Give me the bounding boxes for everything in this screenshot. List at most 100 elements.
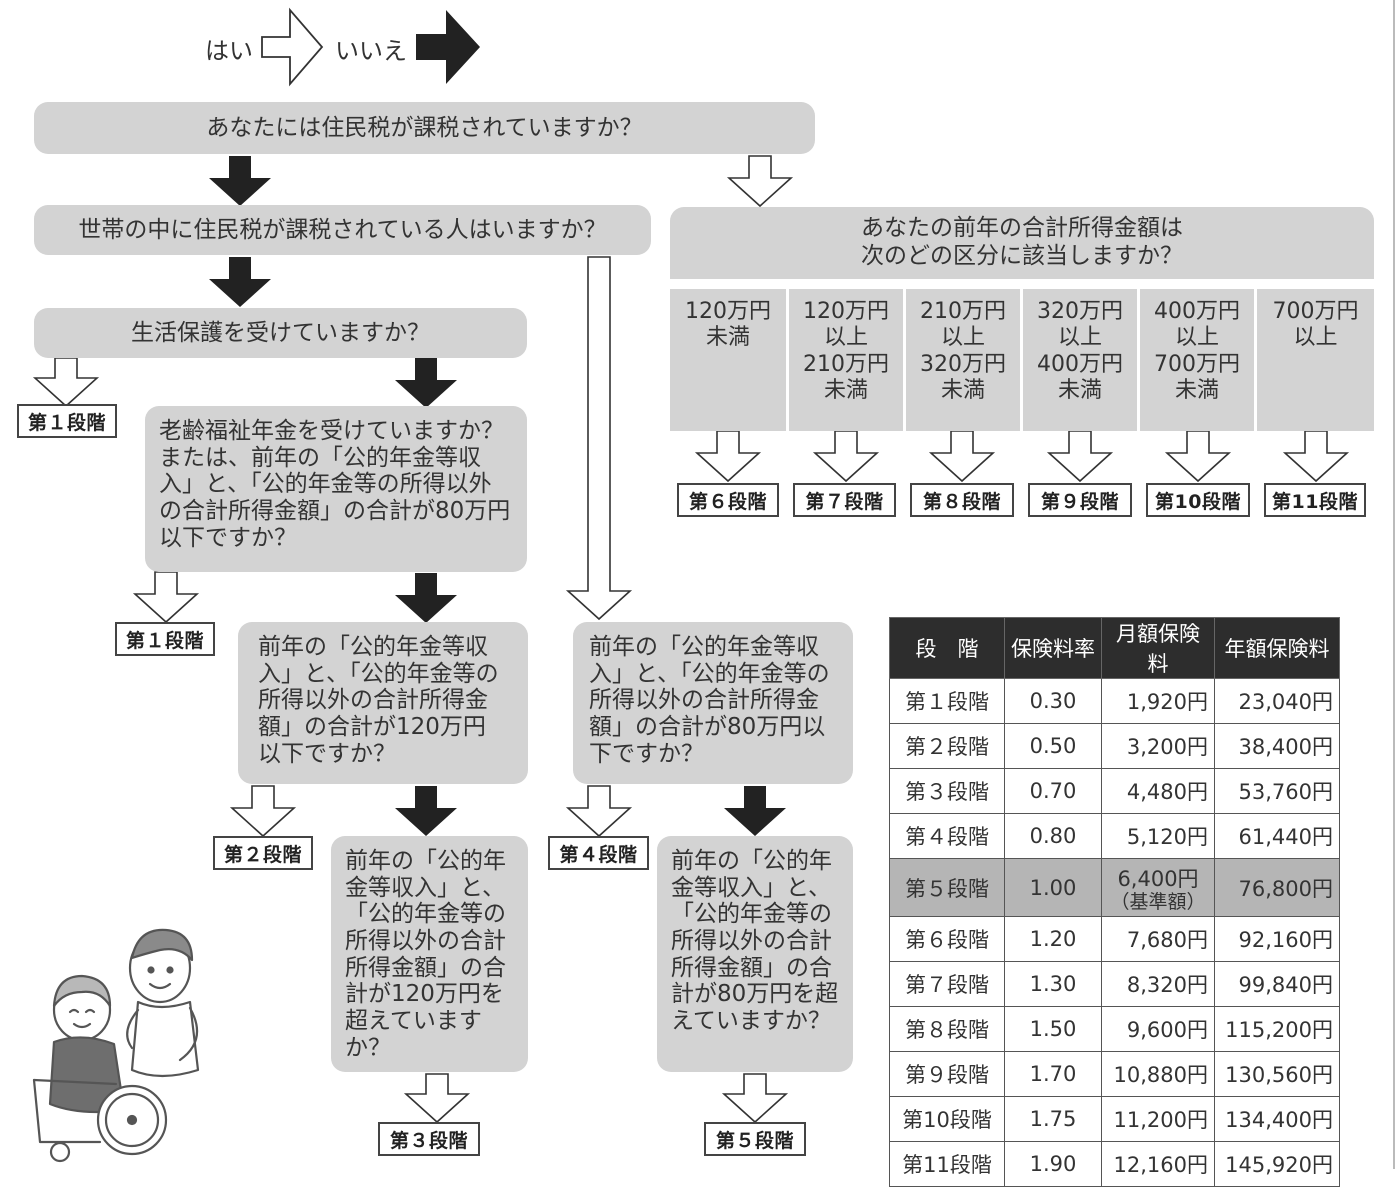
yes-arrow	[32, 357, 100, 408]
cell-stage: 第７段階	[889, 961, 1005, 1007]
stage-label-1: 第１段階	[115, 622, 215, 656]
no-arrow	[209, 156, 271, 206]
question-income-80-or-less: 前年の「公的年金等収入」と、「公的年金等の所得以外の合計所得金額」の合計が80万…	[573, 622, 853, 784]
bracket-divider	[903, 289, 906, 431]
cell-rate-text: 0.80	[1029, 824, 1077, 848]
question-income-120-or-less: 前年の「公的年金等収入」と、「公的年金等の所得以外の合計所得金額」の合計が120…	[238, 622, 528, 784]
cell-annual-text: 130,560円	[1225, 1063, 1333, 1087]
bracket-cell-3: 210万円 以上 320万円 未満	[906, 289, 1020, 431]
cell-stage: 第４段階	[889, 813, 1005, 859]
header-monthly: 月額保険料	[1101, 617, 1215, 679]
cell-rate: 1.50	[1004, 1006, 1102, 1052]
cell-monthly: 4,480円	[1101, 768, 1215, 814]
cell-annual: 99,840円	[1214, 961, 1340, 1007]
cell-rate: 0.80	[1004, 813, 1102, 859]
cell-rate-text: 0.50	[1029, 734, 1077, 758]
cell-monthly: 3,200円	[1101, 723, 1215, 769]
cell-annual: 145,920円	[1214, 1141, 1340, 1187]
no-arrow	[724, 786, 786, 836]
cell-monthly-text: 9,600円	[1126, 1018, 1208, 1042]
yes-arrow	[694, 430, 762, 483]
stage-label-8: 第８段階	[910, 483, 1014, 517]
cell-monthly: 1,920円	[1101, 678, 1215, 724]
cell-monthly: 7,680円	[1101, 916, 1215, 962]
cell-annual-text: 76,800円	[1238, 876, 1333, 901]
cell-annual: 61,440円	[1214, 813, 1340, 859]
yes-arrow	[928, 430, 996, 483]
cell-stage-text: 第６段階	[905, 928, 989, 952]
cell-monthly-text: 3,200円	[1126, 735, 1208, 759]
bracket-cell-5: 400万円 以上 700万円 未満	[1140, 289, 1254, 431]
no-arrow	[395, 786, 457, 836]
cell-rate: 1.70	[1004, 1051, 1102, 1097]
cell-rate-text: 1.50	[1029, 1017, 1077, 1041]
cell-annual: 53,760円	[1214, 768, 1340, 814]
cell-stage-text: 第７段階	[905, 973, 989, 997]
income-question: あなたの前年の合計所得金額は 次のどの区分に該当しますか？	[670, 207, 1374, 279]
yes-arrow	[1282, 430, 1350, 483]
legend-no-label: いいえ	[335, 37, 407, 65]
no-arrow	[395, 358, 457, 408]
cell-rate: 1.30	[1004, 961, 1102, 1007]
cell-monthly: 5,120円	[1101, 813, 1215, 859]
stage-label-7: 第７段階	[793, 483, 896, 517]
cell-stage: 第11段階	[889, 1141, 1005, 1187]
cell-monthly-text: 4,480円	[1126, 780, 1208, 804]
cell-stage-text: 第３段階	[905, 780, 989, 804]
question-text: 前年の「公的年金等収入」と、「公的年金等の所得以外の合計所得金額」の合計が80万…	[671, 848, 839, 1035]
question-household-tax: 世帯の中に住民税が課税されている人はいますか？	[34, 205, 651, 255]
bracket-divider	[670, 279, 1374, 289]
cell-stage-text: 第５段階	[905, 876, 989, 901]
cell-annual: 115,200円	[1214, 1006, 1340, 1052]
question-old-age-pension: 老齢福祉年金を受けていますか？または、前年の「公的年金等収入」と、「公的年金等の…	[145, 406, 527, 572]
cell-stage-text: 第10段階	[902, 1108, 992, 1132]
question-income-over-120: 前年の「公的年金等収入」と、「公的年金等の所得以外の合計所得金額」の合計が120…	[331, 836, 528, 1072]
cell-rate-text: 1.70	[1029, 1062, 1077, 1086]
cell-annual: 92,160円	[1214, 916, 1340, 962]
cell-stage: 第５段階	[889, 858, 1005, 917]
stage-label-2: 第２段階	[213, 836, 313, 870]
cell-monthly: 9,600円	[1101, 1006, 1215, 1052]
yes-arrow	[812, 430, 880, 483]
yes-arrow	[565, 785, 633, 838]
stage-label-1: 第１段階	[17, 404, 117, 438]
cell-monthly-text: 10,880円	[1113, 1063, 1208, 1087]
question-text: あなたには住民税が課税されていますか？	[206, 114, 643, 141]
no-arrow	[395, 573, 457, 623]
cell-annual: 76,800円	[1214, 858, 1340, 917]
cell-annual-text: 115,200円	[1225, 1018, 1333, 1042]
cell-rate: 1.00	[1004, 858, 1102, 917]
base-amount-note: （基準額）	[1110, 891, 1206, 913]
cell-stage-text: 第９段階	[905, 1063, 989, 1087]
cell-monthly-text: 12,160円	[1113, 1153, 1208, 1177]
question-income-over-80: 前年の「公的年金等収入」と、「公的年金等の所得以外の合計所得金額」の合計が80万…	[657, 836, 853, 1072]
cell-rate-text: 1.30	[1029, 972, 1077, 996]
cell-stage-text: 第11段階	[902, 1153, 992, 1177]
cell-annual-text: 145,920円	[1225, 1153, 1333, 1177]
yes-arrow	[726, 155, 794, 208]
bracket-divider	[1137, 289, 1140, 431]
cell-rate-text: 1.00	[1029, 875, 1077, 900]
header-rate: 保険料率	[1004, 617, 1102, 679]
cell-monthly-text: 1,920円	[1126, 690, 1208, 714]
cell-annual-text: 23,040円	[1238, 690, 1333, 714]
stage-label-3: 第３段階	[378, 1122, 480, 1156]
cell-stage: 第２段階	[889, 723, 1005, 769]
stage-label-11: 第11段階	[1264, 483, 1366, 517]
question-resident-tax: あなたには住民税が課税されていますか？	[34, 102, 815, 154]
cell-stage: 第８段階	[889, 1006, 1005, 1052]
table-row: 第９段階 1.70 10,880円 130,560円	[889, 1051, 1340, 1097]
cell-monthly-text: 6,400円	[1117, 867, 1199, 891]
yes-arrow	[229, 785, 297, 838]
cell-annual: 130,560円	[1214, 1051, 1340, 1097]
question-text: 老齢福祉年金を受けていますか？または、前年の「公的年金等収入」と、「公的年金等の…	[159, 418, 511, 551]
cell-monthly-text: 5,120円	[1126, 825, 1208, 849]
yes-arrow	[565, 256, 633, 621]
